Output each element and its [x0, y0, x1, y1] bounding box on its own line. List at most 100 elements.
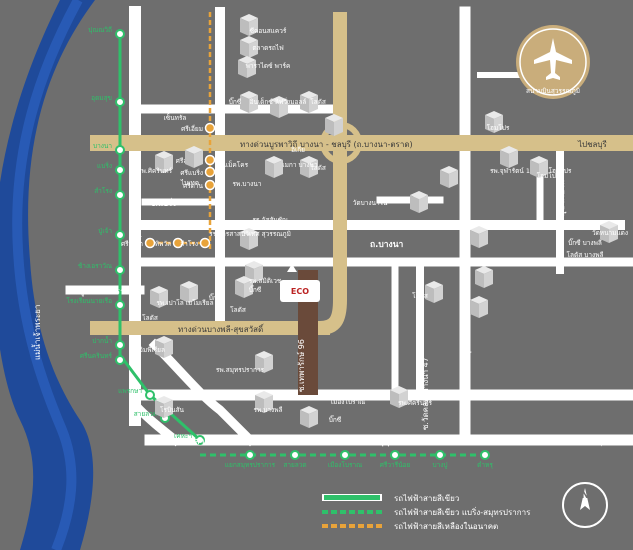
place-label-samut_hosp: รพ.สมุทรปราการ: [216, 366, 265, 374]
green-station-label: แบริ่ง: [97, 161, 112, 170]
place-label-bigc2: บิ๊กซี: [249, 285, 262, 294]
green-station-label: อุดมสุข: [91, 94, 112, 102]
road-king-kaeo: ถ.กิ่งแก้ว: [459, 72, 472, 105]
green-station-label: โรงเรียนนายเรือ: [66, 297, 112, 305]
building-icon: [240, 14, 258, 36]
river-highlight: [12, 0, 83, 550]
green-station-marker: [115, 29, 125, 39]
road-sukhumvit-w: ถ.สุขุมวิท: [131, 219, 142, 255]
building-icon: [185, 146, 203, 168]
building-icon: [155, 151, 173, 173]
place-label-big_c: บิ๊กซี: [229, 97, 242, 106]
road-bangna-trad: ทางด่วนบูรพาวิถี บางนา - ชลบุรี (ถ.บางนา…: [240, 140, 413, 150]
green-station-label: เคหะฯ: [174, 432, 192, 440]
building-icon: [530, 156, 548, 178]
place-label-mueang_boran: เมืองโบราณ: [331, 398, 365, 406]
place-label-assumption: รร.อัสสัมชัญ: [252, 216, 288, 224]
svg-text:รถไฟฟ้าสายสีเหลืองในอนาคต: รถไฟฟ้าสายสีเหลืองในอนาคต: [394, 522, 498, 531]
yellow-station-label: ศรีด่าน: [183, 182, 203, 190]
building-icon: [255, 351, 273, 373]
place-label-hosp_bangna: รพ.บางนา: [233, 180, 262, 188]
green-station-label: ปุณณวิถี: [88, 26, 112, 34]
building-icon: [240, 228, 258, 250]
place-label-school: รร.สารสาสน์วิเทศ สุวรรณภูมิ: [209, 230, 291, 238]
project-marker[interactable]: ECO: [280, 270, 320, 395]
green-station-marker: [115, 340, 125, 350]
green-station-marker: [145, 390, 155, 400]
place-label-robinson: โรบินสัน: [160, 406, 185, 414]
green-station-marker: [115, 97, 125, 107]
building-icon: [500, 146, 518, 168]
place-label-lotus2: โลตัส: [310, 164, 326, 172]
yellow-station-marker: [144, 237, 156, 249]
place-label-lotus_bangphli: โลตัส บางพลี: [567, 251, 604, 259]
airport-marker[interactable]: สนามบินสุวรรณภูมิ: [516, 25, 590, 99]
building-icon: [155, 396, 173, 418]
green-station-marker: [115, 145, 125, 155]
place-label-imperial: อิมพีเรียล: [139, 346, 165, 354]
svg-text:รถไฟฟ้าสายสีเขียว: รถไฟฟ้าสายสีเขียว: [394, 494, 459, 503]
green-station-marker: [115, 190, 125, 200]
building-icon: [265, 156, 283, 178]
building-icon: [150, 286, 168, 308]
green-station-marker: [115, 230, 125, 240]
building-icon: [255, 391, 273, 413]
road-thepharak-bangpli: ถ.ตำหรุ-บางพลี: [461, 323, 472, 381]
building-icon: [300, 91, 318, 113]
road-bangna-trad-dir: ไปชลบุรี: [577, 140, 608, 149]
place-label-makro: แม็คโคร: [224, 160, 249, 169]
place-label-paradise: พาราไดซ์ พาร์ค: [246, 62, 291, 70]
place-label-hosp_paolo: รพ.เปาโล เมโมเรียล: [156, 299, 213, 307]
building-icon: [470, 296, 488, 318]
place-label-homepro3: โฮมโปร: [537, 172, 560, 180]
river: [0, 0, 95, 550]
green-stations: ปุณณวิถีอุดมสุขบางนาแบริ่งสำโรงปู่เจ้าช้…: [66, 26, 493, 469]
road-sukhumvit-s-dir: ไปชลบุรี: [577, 437, 608, 446]
legend: รถไฟฟ้าสายสีเขียว รถไฟฟ้าสายสีเขียว แบริ…: [322, 494, 531, 531]
south-station-label: บางปู: [432, 461, 447, 469]
building-icon: [300, 406, 318, 428]
buildings: [150, 14, 618, 428]
place-label-lotus4: โลตัส: [142, 314, 158, 322]
road-thepharak-dir: ไปบางพลี: [577, 259, 611, 268]
building-icon: [325, 114, 343, 136]
south-station-marker: [390, 450, 400, 460]
south-station-marker: [290, 450, 300, 460]
road-soi-wat-khlong: ซ.วัดคลองบางนา 47: [421, 357, 430, 430]
legend-item-yellow: รถไฟฟ้าสายสีเหลืองในอนาคต: [322, 522, 498, 531]
legend-item-green: รถไฟฟ้าสายสีเขียว: [322, 494, 459, 503]
yellow-station-marker: [172, 237, 184, 249]
place-label-hosp_bangmuang: รพ.สมิติเวช: [249, 277, 282, 285]
place-label-bigc3: บิ๊กซี: [329, 415, 342, 424]
green-station-marker: [195, 435, 205, 445]
place-label-bigc4: บิ๊กซี: [209, 293, 222, 302]
building-icon: [425, 281, 443, 303]
svg-text:N: N: [581, 490, 589, 501]
building-icon: [470, 226, 488, 248]
building-icon: [390, 386, 408, 408]
place-label-talad: ตลาดรถไฟ: [252, 44, 284, 52]
yellow-station-label: ศรีเอี่ยม: [181, 124, 203, 133]
south-station-label: ศรีวารีน้อย: [380, 461, 411, 469]
road-srinakarin: ถ.ศรีนครินทร์: [216, 159, 227, 210]
south-station-label: สายลวด: [283, 461, 306, 469]
project-arrow: [287, 264, 297, 272]
place-label-wat_han: วัดหนามแดง: [592, 229, 628, 237]
building-icon: [235, 276, 253, 298]
road-banglen: ซ.แบริ่ง: [150, 197, 177, 208]
svg-text:รถไฟฟ้าสายสีเขียว แบริ่ง-สมุทร: รถไฟฟ้าสายสีเขียว แบริ่ง-สมุทรปราการ: [394, 506, 531, 517]
yellow-station-label: ทิพวัล: [155, 240, 171, 248]
green-station-label: ช้างเอราวัณ: [78, 262, 112, 270]
road-tollway: ทางด่วนบางพลี-สุขสวัสดิ์: [178, 323, 265, 334]
place-label-homepro: โฮมโปร: [487, 124, 510, 132]
road-sailuat: ถ.สายลวด: [186, 437, 225, 447]
green-station-label: ศรีนครินทร์: [80, 352, 113, 360]
green-station-marker: [115, 355, 125, 365]
building-icon: [475, 266, 493, 288]
place-label-central: เซ็นทรัล: [164, 113, 187, 122]
building-icon: [410, 191, 428, 213]
building-icon: [180, 281, 198, 303]
place-label-sikarin: รพ.ศิครินทร์: [138, 167, 173, 175]
